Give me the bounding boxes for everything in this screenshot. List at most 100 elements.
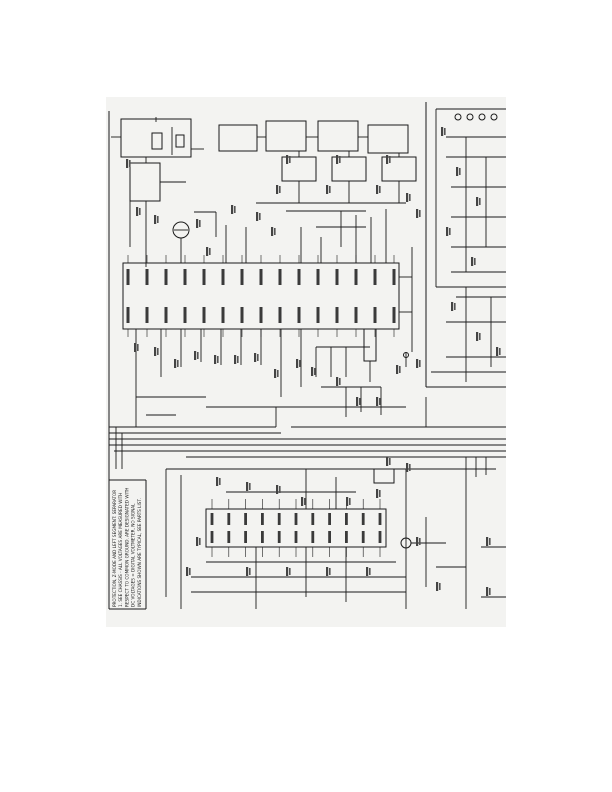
component-label xyxy=(416,537,419,546)
component-label xyxy=(279,186,281,193)
pin-label-block xyxy=(221,269,225,285)
component-label xyxy=(349,498,351,505)
component-label xyxy=(379,490,381,497)
component-label xyxy=(259,213,261,220)
component-label xyxy=(311,367,314,376)
component-label xyxy=(359,398,361,405)
component-label xyxy=(314,368,316,375)
component-label xyxy=(139,208,141,215)
component-label xyxy=(499,348,501,355)
pin-label-block xyxy=(202,269,206,285)
component-label xyxy=(409,194,411,201)
component-label xyxy=(289,156,291,163)
pin-label-block xyxy=(328,513,331,525)
component-label xyxy=(157,348,159,355)
component-label xyxy=(257,354,259,361)
component-label xyxy=(299,360,301,367)
right-subsystem-upper xyxy=(425,102,506,388)
component-label xyxy=(206,247,209,256)
pin-label-block xyxy=(335,269,339,285)
pin-label-block xyxy=(183,269,187,285)
pin-label-block xyxy=(277,513,281,525)
component-label xyxy=(134,343,137,352)
note-line: DC VOLTAGES = DIGITAL VOLTMETER, NO SIGN… xyxy=(131,503,136,607)
component-label xyxy=(276,485,279,494)
component-label xyxy=(289,568,291,575)
component-label xyxy=(329,186,331,193)
component-label xyxy=(379,398,381,405)
pin-label-block xyxy=(297,269,301,285)
component-label xyxy=(471,257,474,266)
component-label xyxy=(216,477,219,486)
component-label xyxy=(409,464,411,471)
component-label xyxy=(389,458,391,465)
component-label xyxy=(441,127,444,136)
component-label xyxy=(329,568,331,575)
component-label xyxy=(137,344,139,351)
component-label xyxy=(396,365,399,374)
pin-label-block xyxy=(378,513,382,525)
pin-label-block xyxy=(227,531,231,543)
component-label xyxy=(197,352,199,359)
pin-label-block xyxy=(294,531,298,543)
component-label xyxy=(301,497,304,506)
component-label xyxy=(454,303,456,310)
component-labels xyxy=(126,127,501,596)
pin-label-block xyxy=(259,269,263,285)
component-label xyxy=(126,159,129,168)
pin-label-block xyxy=(126,307,130,323)
component-label xyxy=(157,216,159,223)
note-line: 1. SEE CHASSIS - ALL VOLTAGES ARE MEASUR… xyxy=(118,493,123,607)
schematic-sheet: PROTECTION, Z-MODE AND LEFT SEGMENT: SEP… xyxy=(106,97,506,627)
component-label xyxy=(209,248,211,255)
component-label xyxy=(129,160,131,167)
component-label xyxy=(446,227,449,236)
pin-label-block xyxy=(311,531,315,543)
pin-label-block xyxy=(354,307,358,323)
pin-label-block xyxy=(328,531,331,543)
component-label xyxy=(456,167,459,176)
component-label xyxy=(416,359,419,368)
component-label xyxy=(189,568,191,575)
component-label xyxy=(339,378,341,385)
pin-label-block xyxy=(240,269,244,285)
pin-label-block xyxy=(261,513,264,525)
component-label xyxy=(389,156,391,163)
component-label xyxy=(254,353,257,362)
component-label xyxy=(356,397,359,406)
component-label xyxy=(336,377,339,386)
component-label xyxy=(326,567,329,576)
pin-label-block xyxy=(392,307,396,323)
component-label xyxy=(199,538,201,545)
component-label xyxy=(369,568,371,575)
component-label xyxy=(219,478,221,485)
component-label xyxy=(489,538,491,545)
pin-label-block xyxy=(202,307,206,323)
component-label xyxy=(174,359,177,368)
notes-panel: PROTECTION, Z-MODE AND LEFT SEGMENT: SEP… xyxy=(109,479,147,610)
component-label xyxy=(386,155,389,164)
pin-label-block xyxy=(335,307,339,323)
component-label xyxy=(274,228,276,235)
lower-ic xyxy=(205,499,387,557)
pin-label-block xyxy=(392,269,396,285)
pin-label-block xyxy=(164,307,168,323)
component-label xyxy=(459,168,461,175)
pin-label-block xyxy=(311,513,315,525)
component-label xyxy=(496,347,499,356)
component-label xyxy=(419,538,421,545)
pin-label-block xyxy=(297,307,301,323)
component-label xyxy=(234,206,236,213)
power-supply-block xyxy=(111,117,204,267)
component-label xyxy=(237,356,239,363)
component-label xyxy=(194,351,197,360)
component-label xyxy=(246,482,249,491)
component-label xyxy=(154,347,157,356)
component-label xyxy=(399,366,401,373)
pin-label-block xyxy=(164,269,168,285)
pin-label-block xyxy=(378,531,382,543)
component-label xyxy=(249,483,251,490)
pin-label-block xyxy=(261,531,264,543)
note-line: INDICATIONS SHOWN ARE TYPICAL, SEE PARTS… xyxy=(137,498,142,607)
pin-label-block xyxy=(354,269,358,285)
